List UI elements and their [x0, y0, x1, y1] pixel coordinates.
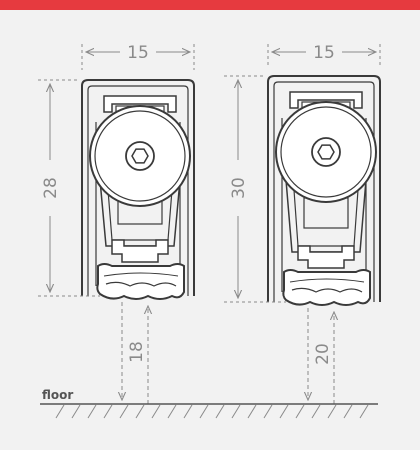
width-label-right: 15: [313, 43, 335, 63]
dimension-lines-right: [224, 44, 381, 404]
floor-gap-label-right: 20: [313, 343, 333, 365]
height-label-left: 28: [41, 177, 61, 199]
floor-label: floor: [42, 388, 73, 402]
height-label-right: 30: [229, 177, 249, 199]
width-label-left: 15: [127, 43, 149, 63]
floor-gap-label-left: 18: [127, 341, 147, 363]
dimension-lines-left: [38, 44, 195, 404]
seal-profile-right: [267, 75, 381, 306]
diagram-panel: [0, 10, 420, 450]
seal-profile-left: [81, 79, 195, 300]
floor-line: [40, 403, 378, 419]
accent-bar: [0, 0, 420, 10]
